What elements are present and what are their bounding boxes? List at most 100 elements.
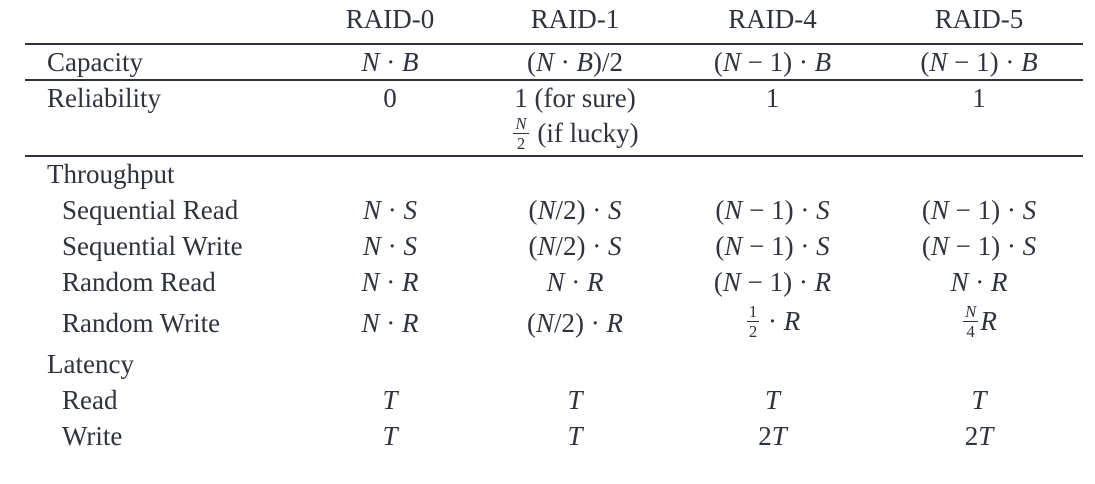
value-cell	[300, 156, 480, 192]
math-variable: N	[362, 230, 381, 261]
math-variable: N	[950, 266, 969, 297]
value-cell	[670, 116, 875, 156]
value-cell: T	[670, 382, 875, 418]
value-cell: T	[480, 418, 670, 454]
math-variable: R	[402, 266, 419, 297]
value-cell: (N − 1) · S	[921, 230, 1037, 261]
row-label	[25, 116, 300, 156]
math-variable: N	[361, 266, 380, 297]
math-variable: T	[567, 420, 583, 451]
row-label: Random Write	[62, 307, 221, 338]
math-variable: N	[929, 46, 948, 77]
value-cell: T	[300, 382, 480, 418]
math-variable: T	[567, 384, 583, 415]
value-cell: N · B	[361, 46, 419, 77]
value-cell: (N − 1) · B	[920, 46, 1038, 77]
table-row: Reliability 0 1 (for sure) 1 1	[25, 80, 1083, 116]
column-header: RAID-1	[530, 4, 620, 34]
math-variable: S	[1022, 230, 1037, 261]
math-variable: N	[535, 46, 554, 77]
math-variable: N	[546, 266, 565, 297]
math-variable: N	[361, 307, 380, 338]
column-header: RAID-5	[934, 4, 1024, 34]
value-cell: 1	[972, 83, 986, 113]
value-cell	[875, 116, 1083, 156]
value-cell: N · S	[362, 230, 417, 261]
math-variable: R	[783, 305, 801, 336]
math-variable: T	[771, 420, 787, 451]
math-variable: N	[724, 194, 743, 225]
math-variable: S	[1022, 194, 1037, 225]
value-cell: (N − 1) · S	[715, 194, 830, 225]
column-header: RAID-4	[728, 4, 817, 34]
table-row: Capacity N · B (N · B)/2 (N − 1) · B (N − 1)…	[25, 44, 1083, 80]
corner-blank-cell	[25, 0, 300, 44]
math-variable: R	[814, 266, 832, 297]
column-header: RAID-0	[345, 4, 435, 34]
value-cell: (N − 1) · S	[921, 194, 1037, 225]
value-cell	[875, 156, 1083, 192]
row-label: Throughput	[47, 159, 175, 190]
math-variable: N	[965, 301, 977, 321]
math-variable: N	[537, 230, 556, 261]
math-variable: N	[537, 194, 556, 225]
value-cell: N · R	[361, 307, 419, 338]
value-cell	[875, 346, 1083, 382]
value-cell: N · R	[546, 266, 604, 297]
value-cell	[480, 346, 670, 382]
row-label: Reliability	[47, 83, 161, 113]
math-variable: S	[608, 230, 622, 261]
math-variable: S	[403, 194, 418, 225]
math-variable: N	[930, 194, 949, 225]
math-variable: R	[991, 266, 1008, 297]
value-cell: 2T	[964, 420, 994, 451]
math-variable: B	[814, 46, 832, 77]
value-cell: (N − 1) · S	[715, 230, 830, 261]
value-cell	[300, 116, 480, 156]
value-cell	[300, 346, 480, 382]
row-label: Write	[62, 420, 123, 451]
value-cell: 0	[383, 83, 397, 113]
value-cell: (N − 1) · B	[713, 46, 832, 77]
row-label: Latency	[47, 348, 134, 379]
value-cell: (N − 1) · R	[713, 266, 832, 297]
math-variable: N	[724, 230, 743, 261]
math-variable: N	[536, 307, 555, 338]
math-variable: N	[722, 46, 741, 77]
value-cell: T	[875, 382, 1083, 418]
value-cell: 2T	[758, 420, 787, 451]
value-cell	[480, 156, 670, 192]
math-variable: N	[515, 114, 527, 133]
row-label: Capacity	[47, 46, 143, 77]
row-label: Sequential Read	[62, 194, 239, 225]
math-variable: B	[402, 46, 419, 77]
row-label: Random Read	[62, 266, 216, 297]
row-label: Read	[62, 384, 118, 415]
math-variable: S	[608, 194, 622, 225]
table-row: Throughput	[25, 156, 1083, 192]
value-cell: (N · B)/2	[526, 46, 623, 77]
math-variable: T	[764, 384, 781, 415]
math-variable: T	[971, 384, 987, 415]
value-cell: (N/2) · R	[527, 307, 623, 338]
math-variable: S	[816, 230, 830, 261]
value-cell: N · R	[361, 266, 419, 297]
math-variable: N	[361, 46, 380, 77]
math-variable: N	[722, 266, 741, 297]
value-cell	[670, 346, 875, 382]
math-variable: T	[382, 384, 398, 415]
math-variable: R	[980, 305, 997, 336]
value-cell: 1	[765, 83, 780, 113]
value-cell: N · S	[362, 194, 418, 225]
value-cell: 1 (for sure)	[514, 83, 636, 113]
math-variable: B	[1021, 46, 1038, 77]
